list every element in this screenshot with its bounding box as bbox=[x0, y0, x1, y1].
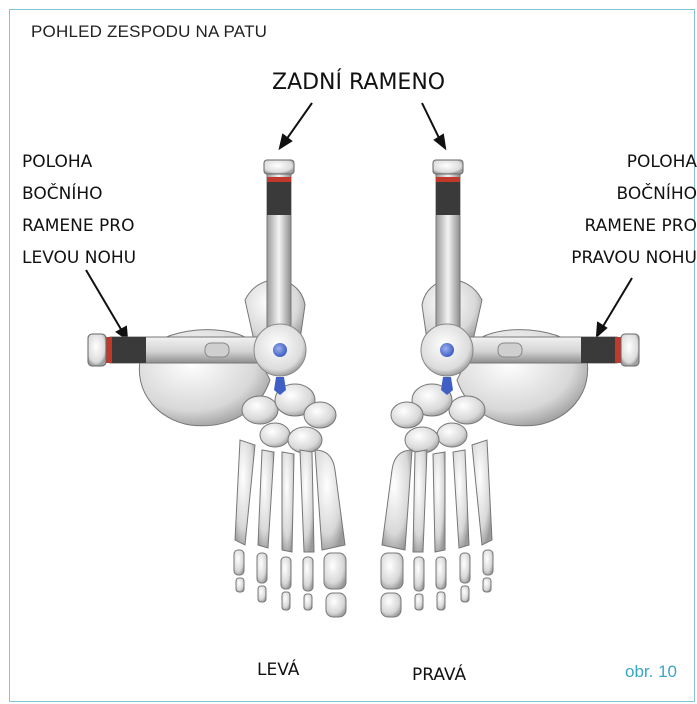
left-foot-label: LEVÁ bbox=[257, 660, 299, 680]
left-foot bbox=[88, 160, 346, 617]
figure-number: obr. 10 bbox=[625, 662, 677, 682]
pointer-arrows bbox=[86, 103, 632, 339]
right-foot-label: PRAVÁ bbox=[412, 665, 466, 685]
right-foot bbox=[381, 160, 639, 617]
